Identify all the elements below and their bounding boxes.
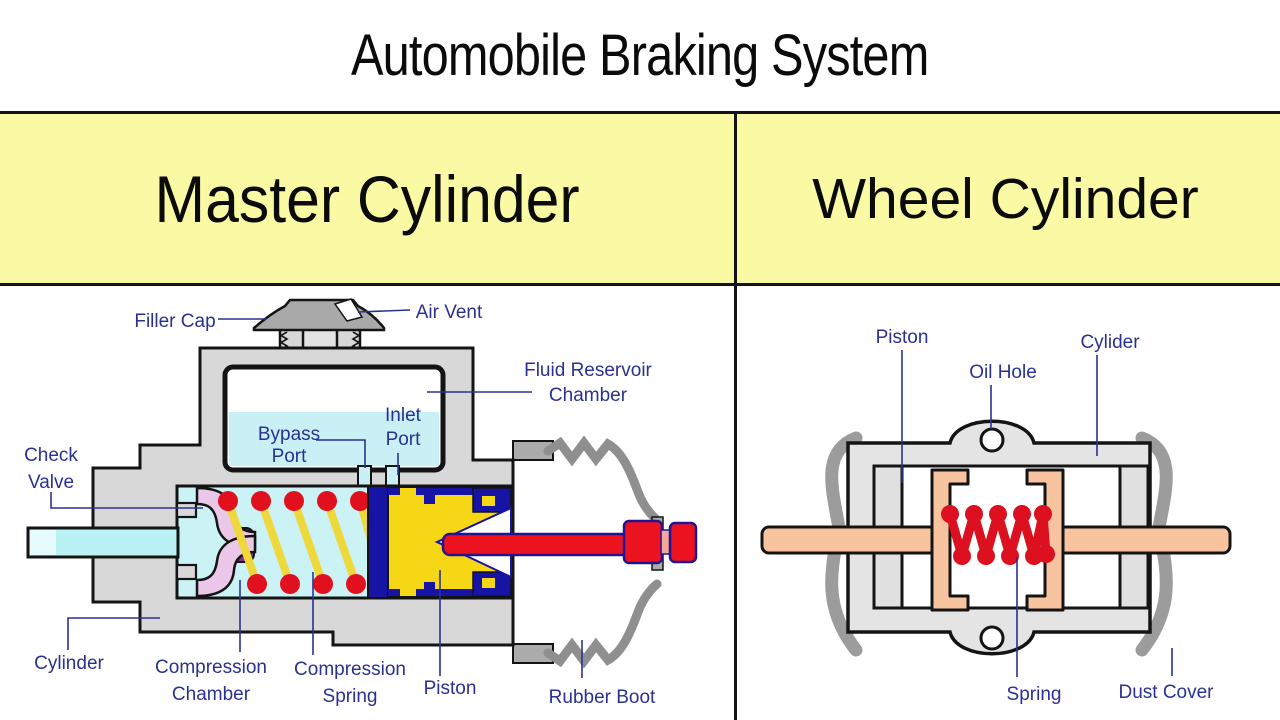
oil-hole-top xyxy=(979,427,1005,453)
push-rod-end xyxy=(668,521,698,564)
wheel-leader-lines xyxy=(901,350,1173,677)
label-oil-hole: Oil Hole xyxy=(969,362,1037,383)
label-compression-spring-line2: Spring xyxy=(323,686,378,707)
label-wheel-piston: Piston xyxy=(876,327,929,348)
push-rod-block xyxy=(622,519,664,565)
piston-stud-bottom xyxy=(424,582,435,591)
push-rod xyxy=(441,532,631,557)
wheel-spring-dots xyxy=(941,505,1055,565)
label-rubber-boot: Rubber Boot xyxy=(549,687,656,708)
check-valve-lower xyxy=(195,534,257,598)
piston-notch xyxy=(400,488,416,495)
label-piston: Piston xyxy=(424,678,477,699)
label-fluid-reservoir-line2: Chamber xyxy=(549,385,628,406)
piston-edge-bottom xyxy=(388,589,511,596)
wheel-spring xyxy=(945,509,1051,561)
label-dust-cover: Dust Cover xyxy=(1118,682,1214,703)
oil-hole-bottom xyxy=(979,625,1005,651)
label-check-line1: Check xyxy=(24,445,78,466)
panel-divider xyxy=(734,111,737,720)
outlet-pipe-end xyxy=(30,530,56,555)
page-title: Automobile Braking System xyxy=(351,23,929,88)
reservoir-fluid xyxy=(229,412,439,466)
label-wheel-spring: Spring xyxy=(1007,684,1062,705)
label-cylinder: Cylinder xyxy=(34,653,104,674)
label-inlet-line1: Inlet xyxy=(385,405,422,426)
piston-seal-front xyxy=(367,485,389,599)
label-check-line2: Valve xyxy=(28,472,74,493)
piston-cup-left xyxy=(930,468,970,612)
master-cylinder-diagram: Filler Cap Air Vent Fluid Reservoir Cham… xyxy=(24,298,698,708)
label-bypass-line1: Bypass xyxy=(258,424,320,445)
label-compression-spring-line1: Compression xyxy=(294,659,406,680)
master-cylinder-heading-cell: Master Cylinder xyxy=(0,114,734,283)
master-cylinder-heading: Master Cylinder xyxy=(154,161,580,236)
wheel-cylinder-heading: Wheel Cylinder xyxy=(812,166,1199,231)
seal-notch xyxy=(482,496,495,506)
label-inlet-line2: Port xyxy=(386,429,422,450)
piston-edge-top xyxy=(388,488,511,495)
air-vent-slot xyxy=(333,298,364,322)
diagrams-canvas: Filler Cap Air Vent Fluid Reservoir Cham… xyxy=(24,298,1232,708)
label-compression-chamber-line2: Chamber xyxy=(172,684,251,705)
rubber-boot-bottom xyxy=(543,579,662,669)
label-bypass-line2: Port xyxy=(272,446,308,467)
piston-seal-bottom-right xyxy=(472,571,512,597)
label-wheel-cylinder: Cylider xyxy=(1080,332,1140,353)
wheel-cylinder-heading-cell: Wheel Cylinder xyxy=(734,114,1277,283)
label-compression-chamber-line1: Compression xyxy=(155,657,267,678)
piston-notch xyxy=(400,589,416,596)
valve-seat-bottom xyxy=(175,563,198,581)
rubber-boot-top xyxy=(543,435,662,525)
wheel-cylinder-diagram: Piston Oil Hole Cylider Spring Dust Cove… xyxy=(760,327,1232,705)
master-leader-lines xyxy=(50,309,583,678)
filler-cap xyxy=(252,298,386,332)
piston-stud-top xyxy=(424,495,435,504)
label-filler-cap: Filler Cap xyxy=(134,311,215,332)
valve-seat-top xyxy=(175,501,198,519)
seal-notch xyxy=(482,578,495,588)
label-air-vent: Air Vent xyxy=(416,302,483,323)
label-fluid-reservoir-line1: Fluid Reservoir xyxy=(524,360,652,381)
header: Automobile Braking System xyxy=(0,0,1280,111)
section-banner: Master Cylinder Wheel Cylinder xyxy=(0,111,1280,286)
